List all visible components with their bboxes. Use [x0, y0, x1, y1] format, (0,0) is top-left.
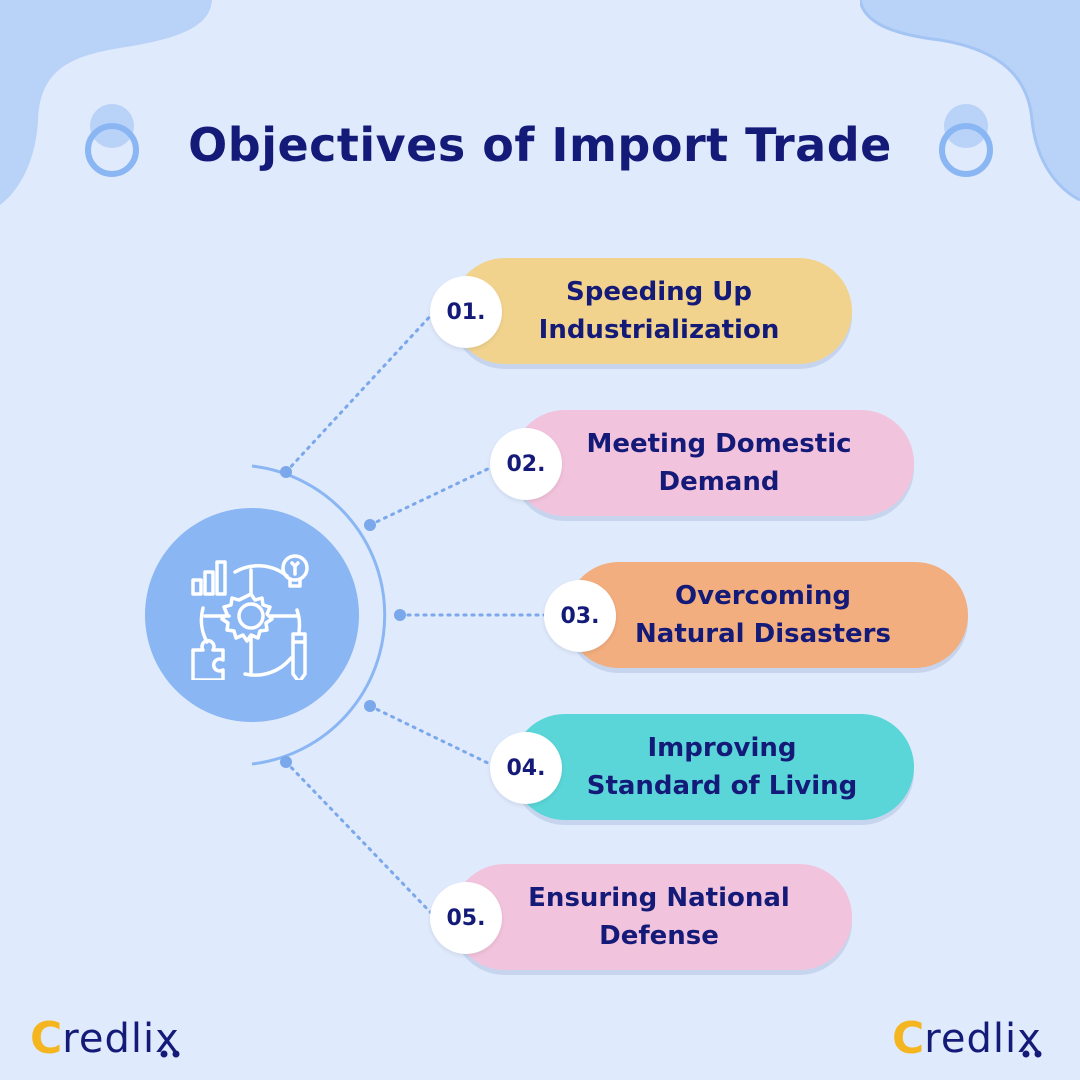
objective-card-2: Meeting Domestic Demand: [512, 410, 914, 516]
top-left-corner-blob: [0, 0, 212, 205]
objective-line: Overcoming: [675, 581, 851, 611]
objective-title-2: Meeting Domestic Demand: [572, 410, 866, 516]
logo-initial: C: [30, 1013, 63, 1064]
objective-number-3: 03.: [544, 580, 616, 652]
hub-arc: [251, 464, 387, 766]
connector-dot-3: [394, 609, 406, 621]
objective-number-5: 05.: [430, 882, 502, 954]
objective-title-4: Improving Standard of Living: [572, 714, 872, 820]
connector-line-2: [368, 464, 496, 527]
cart-dots-icon: [1022, 1050, 1042, 1058]
objective-number-1: 01.: [430, 276, 502, 348]
objective-line: Demand: [658, 467, 780, 497]
objective-card-5: Ensuring National Defense: [452, 864, 852, 970]
objective-card-4: Improving Standard of Living: [512, 714, 914, 820]
connector-dot-5: [280, 756, 292, 768]
left-ring-ornament: [85, 104, 139, 177]
objective-card-3: Overcoming Natural Disasters: [566, 562, 968, 668]
top-right-corner-blob: [860, 0, 1080, 202]
logo-wordmark: redlix: [62, 1016, 180, 1062]
objective-line: Meeting Domestic: [586, 429, 852, 459]
logo-initial: C: [892, 1013, 925, 1064]
objective-line: Standard of Living: [586, 771, 858, 801]
objective-card-1: Speeding Up Industrialization: [452, 258, 852, 364]
objective-number-4: 04.: [490, 732, 562, 804]
objective-title-3: Overcoming Natural Disasters: [622, 562, 904, 668]
objective-line: Industrialization: [538, 315, 780, 345]
cart-dots-icon: [160, 1050, 180, 1058]
objective-title-1: Speeding Up Industrialization: [512, 258, 806, 364]
connector-dot-4: [364, 700, 376, 712]
right-ring-ornament: [939, 104, 993, 177]
central-hub: [145, 508, 359, 722]
objective-line: Natural Disasters: [635, 619, 891, 649]
connector-dot-2: [364, 519, 376, 531]
objective-line: Ensuring National: [528, 883, 790, 913]
logo-wordmark: redlix: [924, 1016, 1042, 1062]
objective-line: Speeding Up: [565, 277, 753, 307]
connector-line-1: [284, 310, 436, 474]
connector-line-4: [368, 704, 496, 768]
connector-line-5: [284, 760, 436, 918]
objective-title-5: Ensuring National Defense: [512, 864, 806, 970]
objective-number-2: 02.: [490, 428, 562, 500]
connector-dot-1: [280, 466, 292, 478]
strategy-gear-lightbulb-icon: [191, 554, 309, 680]
objective-line: Defense: [599, 921, 719, 951]
objective-line: Improving: [647, 733, 797, 763]
page-title: Objectives of Import Trade: [188, 118, 892, 172]
